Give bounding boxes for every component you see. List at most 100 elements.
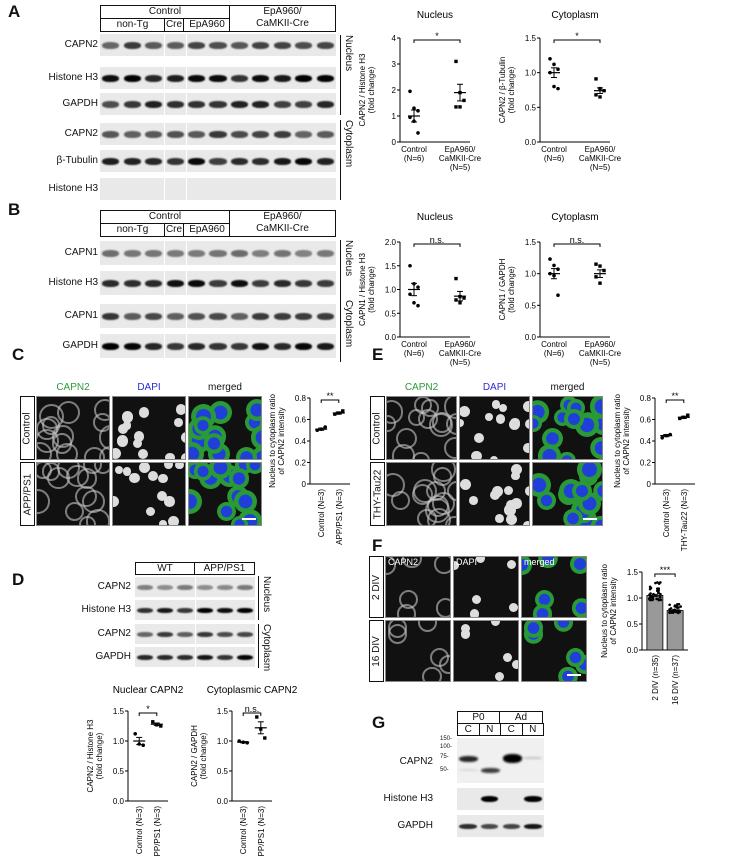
y-tick-label: 0.0: [525, 333, 537, 342]
row-label: Histone H3: [383, 793, 433, 804]
band: [145, 41, 163, 49]
cell-soma: [37, 441, 52, 459]
nucleus: [475, 557, 485, 563]
data-point: [462, 98, 466, 103]
y-label-line: CAPN2 / GAPDH: [190, 725, 199, 787]
band: [524, 796, 542, 802]
cell-merged: [209, 463, 233, 480]
cell-merged: [577, 463, 602, 482]
band: [480, 823, 499, 829]
y-label-line: CAPN1 / Histone H3: [358, 252, 367, 325]
lane-divider: [164, 334, 166, 358]
western-blot-capn2: [100, 123, 336, 145]
lane-divider: [195, 600, 196, 620]
significance-label: *: [435, 31, 439, 41]
band: [102, 74, 120, 82]
lane-divider: [164, 241, 166, 265]
capn2-image: [385, 620, 451, 682]
x-tick-label: Control(N=6): [541, 145, 567, 163]
chart-title: Cytoplasm: [551, 212, 598, 223]
nucleus: [460, 479, 472, 491]
column-label-merged: merged: [524, 557, 555, 567]
panel-label-A: A: [8, 2, 21, 21]
y-tick-label: 0.8: [295, 394, 307, 403]
x-label-line: (N=5): [450, 358, 471, 367]
row-label: CAPN2: [64, 39, 98, 50]
cell-merged: [537, 444, 562, 459]
data-point: [458, 301, 462, 305]
data-point: [594, 262, 598, 266]
row-label-control: Control: [370, 396, 385, 460]
y-tick-label: 0: [392, 138, 397, 147]
western-blot-capn1: [100, 304, 336, 328]
band: [295, 249, 313, 257]
band: [295, 157, 313, 165]
data-point: [686, 413, 690, 417]
row-label: CAPN2: [97, 581, 131, 592]
data-point: [556, 293, 560, 297]
band: [145, 249, 163, 257]
mw-marker-100: 100-: [440, 744, 453, 750]
nucleus: [138, 407, 150, 419]
x-tick-label: EpA960/CaMKII-Cre(N=5): [579, 340, 622, 367]
y-tick-label: 0.8: [640, 394, 652, 403]
band: [166, 312, 184, 320]
band: [295, 342, 313, 350]
cell-soma: [421, 666, 442, 681]
cell-merged: [536, 491, 556, 511]
data-point: [341, 409, 345, 413]
nucleus: [121, 410, 134, 423]
header-n: N: [521, 723, 544, 736]
row-label: Histone H3: [48, 72, 98, 83]
band: [102, 157, 120, 165]
nucleus: [163, 496, 175, 507]
y-tick-label: 2: [392, 86, 397, 95]
data-point: [408, 89, 412, 94]
significance-label: *: [575, 31, 579, 41]
band: [197, 584, 213, 590]
data-point: [598, 281, 602, 285]
y-tick-label: 0.0: [217, 797, 229, 806]
band: [187, 279, 206, 287]
nucleus: [460, 629, 470, 639]
band: [167, 186, 184, 193]
y-tick-label: 0.0: [385, 333, 397, 342]
western-blot-histoneh3: [135, 600, 255, 620]
band: [217, 607, 233, 613]
y-tick-label: 1.0: [525, 270, 537, 279]
band: [145, 157, 163, 165]
panel-label-B: B: [8, 200, 21, 219]
header-non-tg: non-Tg: [100, 18, 165, 32]
nucleus: [525, 486, 529, 496]
dapi-image: [459, 462, 530, 526]
nucleus: [489, 456, 499, 459]
band: [230, 249, 249, 257]
nucleus: [474, 433, 485, 444]
nucleus: [491, 400, 501, 409]
data-point: [594, 275, 598, 279]
band: [252, 312, 270, 320]
data-point: [408, 292, 412, 297]
significance-label: *: [146, 704, 150, 714]
significance-label: **: [671, 391, 679, 401]
data-point: [655, 589, 659, 593]
band: [166, 130, 184, 138]
band: [273, 74, 291, 82]
nucleus: [508, 419, 520, 431]
x-tick-label: Control(N=6): [401, 145, 427, 163]
nucleus: [156, 491, 167, 502]
x-tick-label: 16 DIV (n=37): [671, 655, 680, 705]
band: [231, 186, 248, 193]
y-label-line: Nucleus to cytoplasm ratio: [613, 394, 622, 488]
cell-soma: [425, 480, 446, 501]
y-tick-label: 1.0: [217, 737, 229, 746]
band: [137, 654, 153, 660]
band: [295, 100, 313, 108]
cell-soma: [434, 557, 450, 574]
data-point: [678, 416, 682, 421]
y-tick-label: 0.5: [627, 620, 639, 629]
nucleus: [165, 452, 175, 459]
